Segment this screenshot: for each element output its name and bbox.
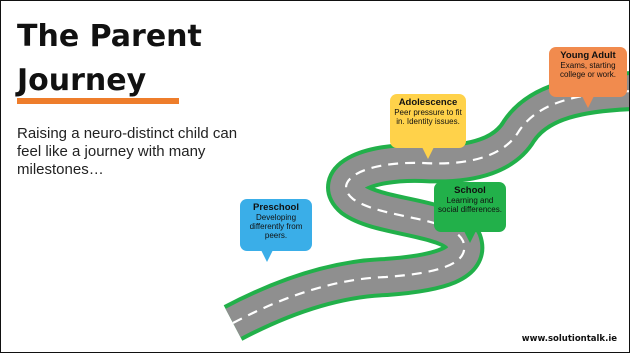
milestone-text: Peer pressure to fit in. Identity issues…	[394, 108, 462, 126]
milestone-title: Adolescence	[398, 97, 458, 108]
website-url: www.solutiontalk.ie	[521, 334, 617, 344]
milestone-title: Young Adult	[560, 50, 616, 61]
milestone-adolescence: Adolescence Peer pressure to fit in. Ide…	[390, 94, 466, 159]
milestone-preschool: Preschool Developing differently from pe…	[240, 199, 312, 262]
title-underline-bar	[17, 98, 179, 104]
title-line-1: The Parent	[17, 19, 202, 54]
lane-marking	[232, 90, 629, 324]
intro-text: Raising a neuro-distinct child can feel …	[17, 125, 238, 178]
milestone-text: Developing differently from peers.	[249, 213, 303, 240]
milestone-school: School Learning and social differences.	[434, 182, 506, 243]
slide-title: The Parent Journey	[17, 15, 202, 103]
milestone-title: Preschool	[253, 202, 299, 213]
milestone-young-adult: Young Adult Exams, starting college or w…	[549, 47, 627, 108]
milestone-title: School	[454, 185, 486, 196]
milestone-text: Learning and social differences.	[438, 196, 502, 214]
milestone-text: Exams, starting college or work.	[559, 61, 617, 79]
title-line-2: Journey	[17, 63, 147, 98]
